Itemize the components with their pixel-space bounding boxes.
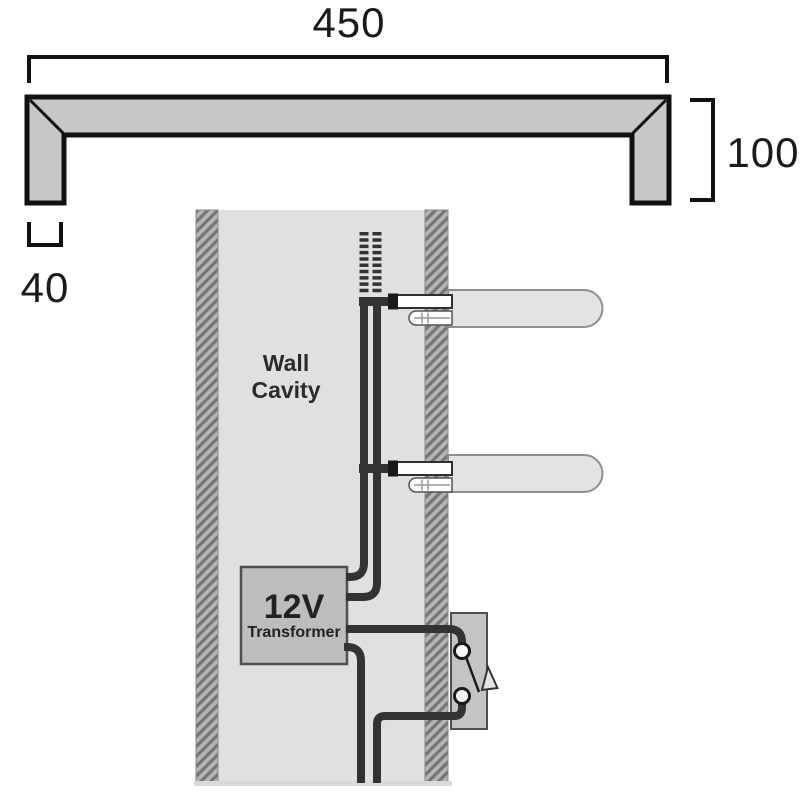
wall-stud-left (195, 209, 219, 784)
transformer-name-label: Transformer (247, 624, 340, 641)
dimension-width-label: 450 (312, 0, 385, 46)
rail-leg-tube (447, 454, 604, 493)
wall-cavity-label-line1: Wall (263, 350, 309, 376)
profile-drawing: 450 40 100 (21, 0, 799, 311)
wire-terminal-cap (388, 460, 398, 477)
rail-leg-tube (447, 289, 604, 328)
towel-rail-leg-bottom (388, 454, 604, 493)
fixing-screw-thread-lines (414, 312, 450, 324)
dimension-depth-line (27, 222, 63, 247)
channel-mitre-lines (28, 98, 668, 136)
towel-rail-leg-top (388, 289, 604, 328)
transformer-box (239, 565, 349, 666)
switch-lever (464, 656, 481, 693)
wire-transformer-to-switch (346, 625, 466, 650)
switch-terminal-top (453, 642, 471, 660)
switch-symbol (453, 642, 499, 705)
channel-profile (24, 94, 672, 206)
wall-cut-edge (194, 781, 452, 786)
dimension-depth-label: 40 (21, 264, 70, 311)
wire-riser-1 (346, 297, 368, 581)
wall-cavity-label-line2: Cavity (251, 377, 320, 403)
fixing-screw-thread-lines (414, 479, 450, 491)
installation-drawing: Wall Cavity 12V Transformer (194, 209, 604, 786)
element-stem (392, 294, 453, 309)
element-stem (392, 461, 453, 476)
switch-terminal-bottom (453, 687, 471, 705)
wiring (344, 232, 466, 783)
transformer-voltage-label: 12V (264, 588, 325, 626)
switch-actuator-triangle (480, 664, 499, 692)
wire-supply-down (344, 643, 365, 783)
wire-terminal-cap (388, 293, 398, 310)
dimension-height-label: 100 (726, 129, 799, 176)
dimension-height-line (690, 98, 715, 202)
wire-switch-to-supply (373, 701, 466, 783)
dimension-width-line (27, 55, 669, 83)
wire-riser-2 (346, 297, 381, 601)
